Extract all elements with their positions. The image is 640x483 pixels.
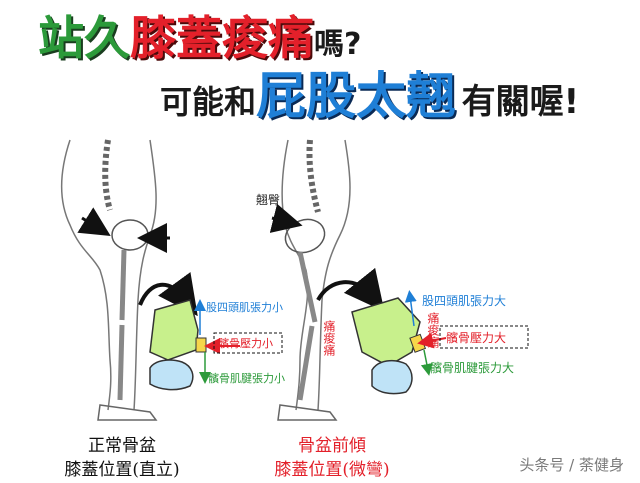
right-knee-zoom	[351, 290, 529, 395]
right-skeleton	[277, 139, 351, 421]
left-quad-label: 股四頭肌張力小	[206, 301, 283, 314]
title-part-stand-long: 站久	[38, 11, 131, 66]
left-caption: 正常骨盆 膝蓋位置(直立)	[62, 434, 182, 482]
left-skeleton	[61, 139, 158, 421]
left-caption-line1: 正常骨盆	[88, 436, 156, 456]
title-part-related: 有關喔!	[461, 82, 580, 122]
title-part-butt-raised: 屁股太翹	[256, 67, 457, 126]
left-knee-zoom	[149, 299, 283, 391]
right-caption-line1: 骨盆前傾	[298, 436, 366, 456]
title-part-may-relate: 可能和	[160, 83, 257, 121]
right-patella-label: 髕骨壓力大	[446, 330, 506, 345]
zoom-arrow-left	[138, 272, 198, 317]
left-caption-line2: 膝蓋位置(直立)	[64, 460, 180, 480]
title-line-1: 站久膝蓋痠痛嗎?	[38, 2, 362, 68]
left-patella-label: 髕骨壓力小	[218, 336, 273, 350]
pelvis-arrows	[77, 207, 170, 253]
right-caption-line2: 膝蓋位置(微彎)	[274, 460, 390, 480]
right-quad-label: 股四頭肌張力大	[422, 294, 506, 308]
right-tendon-label: 髕骨肌腱張力大	[430, 360, 514, 375]
buttock-label: 翹臀	[256, 193, 280, 207]
zoom-arrow-right	[316, 267, 385, 312]
watermark: 头条号 / 荼健身	[519, 456, 624, 474]
title-part-question: 嗎?	[314, 27, 362, 62]
right-caption: 骨盆前傾 膝蓋位置(微彎)	[262, 434, 402, 482]
pain-label-left: 痛痠痛	[322, 320, 336, 356]
pain-label-right: 痛痠痛	[426, 312, 440, 348]
left-tendon-label: 髕骨肌腱張力小	[208, 371, 285, 385]
buttock-arrow	[269, 203, 303, 233]
title-line-2: 可能和屁股太翹 有關喔!	[160, 56, 579, 128]
title-part-knee-pain: 膝蓋痠痛	[130, 11, 315, 66]
buttock-label-text: 翹臀	[256, 193, 280, 207]
